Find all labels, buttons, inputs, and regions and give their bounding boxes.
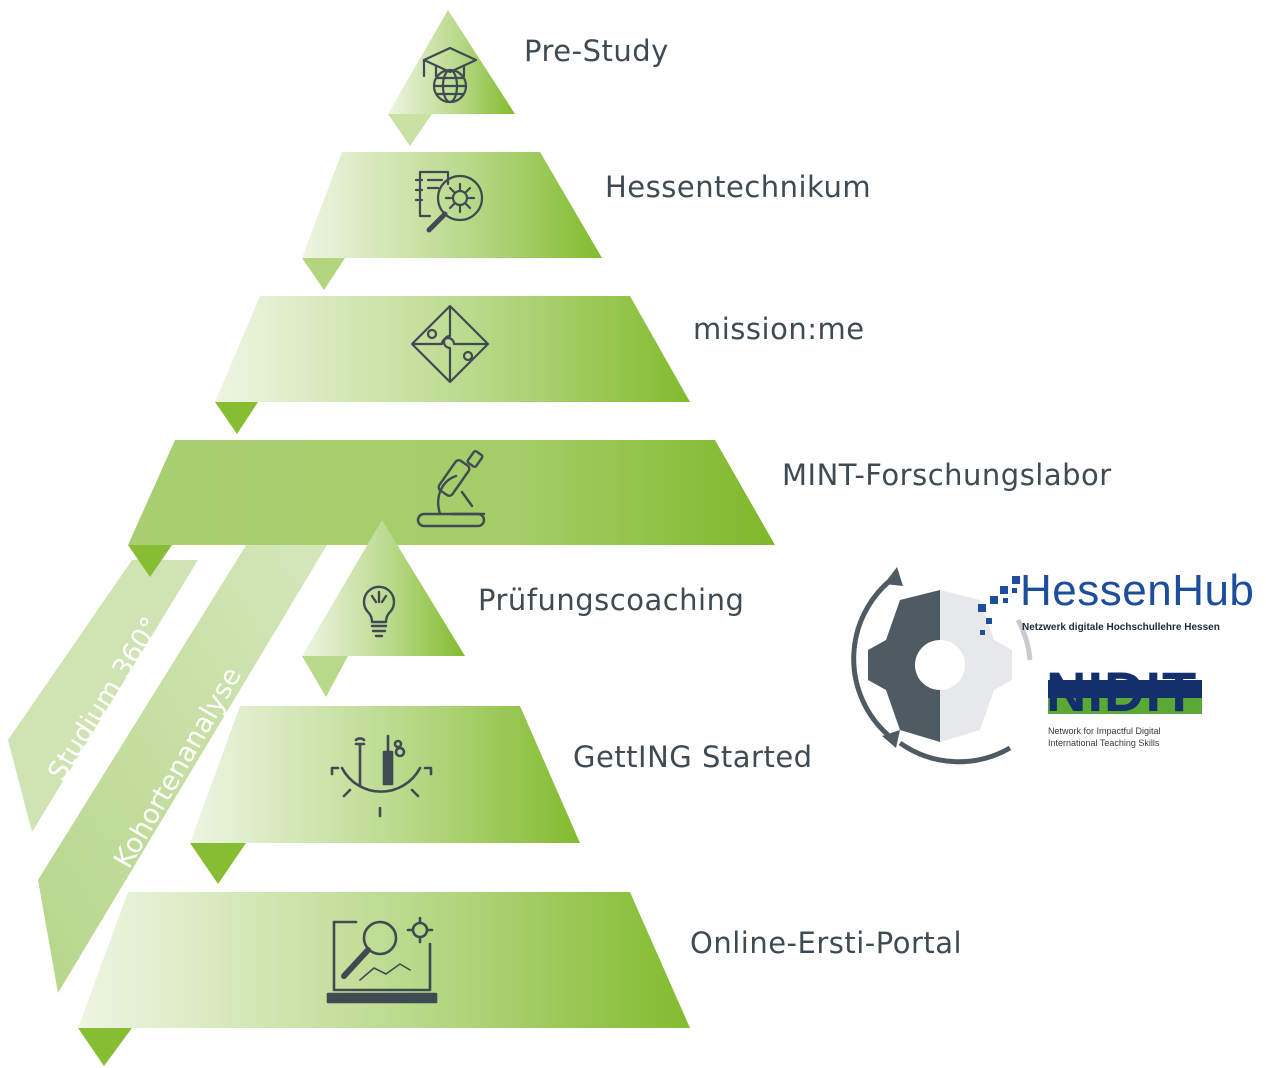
nidit-logo-bars [1048,680,1202,714]
level-label-getting-started: GettING Started [573,740,813,774]
microscope-icon [416,449,486,528]
tier-getting-started [190,706,580,884]
tier-mission-me [215,296,690,434]
tools-gear-icon [330,734,433,818]
nidit-logo-tagline-1: Network for Impactful Digital [1048,726,1161,736]
level-label-mint-forschungslabor: MINT-Forschungslabor [782,458,1112,492]
nidit-logo-tagline-2: International Teaching Skills [1048,738,1160,748]
puzzle-icon [410,304,490,384]
tier-hessentechnikum [302,152,602,290]
tier-mint-forschungslabor [128,440,775,577]
level-label-pruefungscoaching: Prüfungscoaching [478,583,745,617]
level-label-online-ersti-portal: Online-Ersti-Portal [690,926,963,960]
hessenhub-logo-mark [978,576,1020,635]
level-label-mission-me: mission:me [693,312,865,346]
nidit-logo-name: NIDIT [1046,660,1198,723]
studium360-band [8,560,198,832]
graduation-globe-icon [422,46,478,104]
hessenhub-logo-name: HessenHub [1020,566,1255,615]
lightbulb-icon [362,585,396,638]
kohortenanalyse-band [38,515,345,993]
monitor-search-icon [326,916,438,1004]
tier-online-ersti-portal [78,892,690,1066]
level-label-hessentechnikum: Hessentechnikum [605,170,872,204]
tier-pruefungscoaching [302,520,465,697]
level-label-pre-study: Pre-Study [524,34,669,68]
tier-pre-study [388,10,515,146]
cycle-gear-graphic [851,567,1033,765]
hessenhub-logo-tagline: Netzwerk digitale Hochschullehre Hessen [1022,622,1220,633]
document-gear-search-icon [414,170,484,233]
